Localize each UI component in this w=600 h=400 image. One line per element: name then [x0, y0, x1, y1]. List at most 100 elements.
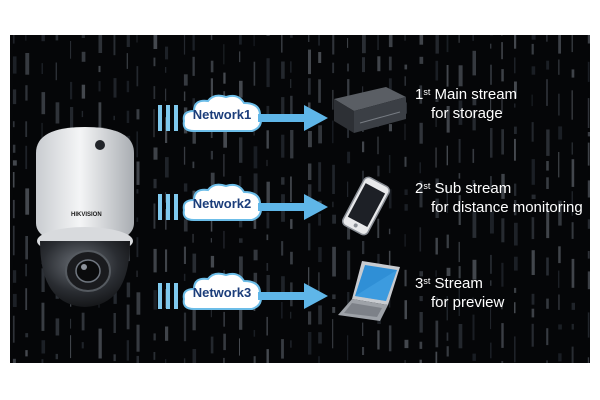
background-streak — [290, 252, 293, 265]
background-streak — [436, 148, 437, 168]
background-streak — [501, 323, 503, 348]
background-streak — [127, 340, 129, 360]
background-streak — [572, 69, 575, 77]
background-streak — [42, 340, 46, 353]
network-label: Network1 — [180, 107, 264, 122]
background-streak — [588, 35, 590, 44]
background-streak — [267, 235, 269, 241]
background-streak — [13, 121, 15, 127]
background-streak — [332, 165, 335, 194]
background-streak — [501, 218, 504, 242]
stream-number-suffix: st — [423, 276, 430, 286]
stream-number-suffix: st — [423, 181, 430, 191]
background-streak — [308, 35, 309, 42]
background-streak — [347, 335, 348, 360]
background-streak — [13, 89, 16, 104]
background-streak — [281, 339, 284, 359]
stream-purpose: for storage — [415, 104, 517, 123]
network-row-1: Network1 — [158, 93, 328, 139]
background-streak — [223, 334, 226, 350]
background-streak — [254, 356, 256, 363]
background-streak — [154, 35, 158, 49]
background-streak — [572, 259, 575, 288]
background-streak — [154, 86, 156, 99]
background-streak — [165, 157, 169, 177]
background-streak — [254, 35, 255, 46]
background-streak — [290, 340, 292, 347]
background-streak — [13, 270, 16, 283]
background-streak — [546, 161, 549, 171]
background-streak — [137, 66, 139, 86]
arrow-right-icon — [258, 103, 328, 133]
background-streak — [490, 44, 491, 49]
background-streak — [420, 57, 424, 64]
background-streak — [405, 65, 408, 70]
background-streak — [377, 56, 380, 71]
background-streak — [290, 61, 292, 72]
background-streak — [42, 92, 46, 114]
background-streak — [318, 247, 322, 262]
background-streak — [154, 58, 156, 67]
background-streak — [308, 50, 311, 75]
background-streak — [447, 235, 449, 249]
background-streak — [514, 336, 516, 362]
network-label: Network2 — [180, 196, 264, 211]
background-streak — [13, 200, 15, 218]
background-streak — [436, 352, 438, 363]
background-streak — [572, 303, 575, 310]
background-streak — [56, 63, 57, 81]
background-streak — [25, 288, 27, 310]
background-streak — [193, 254, 197, 273]
background-streak — [56, 35, 59, 40]
background-streak — [459, 139, 461, 163]
background-streak — [154, 148, 158, 160]
background-streak — [223, 44, 224, 64]
background-streak — [558, 295, 560, 310]
background-streak — [420, 312, 423, 333]
background-streak — [281, 241, 283, 256]
background-streak — [558, 152, 559, 177]
camera-brand: HIKVISION — [71, 212, 102, 218]
background-streak — [25, 236, 28, 259]
background-streak — [501, 69, 504, 81]
background-streak — [473, 149, 475, 163]
stream-name: Sub stream — [430, 180, 511, 197]
background-streak — [318, 356, 320, 363]
background-streak — [25, 121, 27, 137]
background-streak — [405, 35, 406, 41]
background-streak — [193, 162, 195, 169]
background-streak — [588, 180, 590, 197]
background-streak — [532, 250, 535, 275]
background-streak — [588, 251, 590, 259]
network-row-2: Network2 — [158, 182, 328, 228]
background-streak — [532, 217, 535, 239]
background-streak — [473, 35, 474, 41]
background-streak — [13, 56, 17, 73]
background-streak — [436, 321, 439, 348]
background-streak — [267, 263, 269, 271]
background-streak — [267, 349, 269, 363]
background-streak — [588, 143, 590, 166]
background-streak — [165, 359, 166, 363]
background-streak — [42, 359, 44, 363]
background-streak — [114, 354, 116, 361]
background-streak — [223, 231, 224, 249]
network-row-3: Network3 — [158, 271, 328, 317]
background-streak — [25, 35, 26, 41]
background-streak — [532, 309, 535, 318]
background-streak — [184, 35, 185, 55]
background-streak — [114, 116, 115, 120]
background-streak — [184, 247, 186, 264]
background-streak — [290, 79, 291, 88]
background-streak — [459, 173, 461, 179]
background-streak — [56, 354, 58, 359]
background-streak — [588, 132, 590, 136]
background-streak — [70, 41, 71, 59]
background-streak — [546, 299, 549, 309]
background-streak — [193, 35, 195, 51]
background-streak — [267, 160, 268, 166]
background-streak — [473, 354, 476, 361]
background-streak — [13, 172, 15, 188]
background-streak — [405, 157, 407, 167]
background-streak — [184, 358, 185, 363]
